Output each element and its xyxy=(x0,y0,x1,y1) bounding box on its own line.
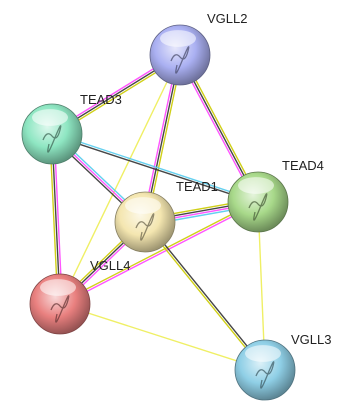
node-tead1[interactable]: TEAD1 xyxy=(114,179,218,253)
node-highlight xyxy=(40,279,76,296)
node-highlight xyxy=(32,109,68,126)
node-label: VGLL3 xyxy=(291,332,331,347)
node-label: TEAD4 xyxy=(282,158,324,173)
edge-vgll4-vgll2[interactable] xyxy=(59,54,181,305)
protein-structure-icon xyxy=(248,193,268,221)
protein-structure-icon xyxy=(135,213,155,241)
protein-structure-icon xyxy=(50,295,70,323)
edge-strand xyxy=(58,200,259,304)
node-vgll2[interactable]: VGLL2 xyxy=(149,11,247,86)
edge-tead3-tead4[interactable] xyxy=(50,132,260,204)
edge-strand xyxy=(59,54,181,305)
node-label: VGLL2 xyxy=(207,11,247,26)
edge-strand xyxy=(143,221,265,372)
edge-strand xyxy=(59,202,260,306)
node-highlight xyxy=(125,197,161,214)
edge-strand xyxy=(145,220,267,371)
node-label: TEAD3 xyxy=(80,92,122,107)
protein-structure-icon xyxy=(42,125,62,153)
node-vgll3[interactable]: VGLL3 xyxy=(234,332,331,401)
node-vgll4[interactable]: VGLL4 xyxy=(29,258,130,335)
node-highlight xyxy=(238,177,274,194)
node-label: VGLL4 xyxy=(90,258,130,273)
edge-tead4-vgll4[interactable] xyxy=(58,200,260,306)
node-highlight xyxy=(160,30,196,47)
edge-strand xyxy=(59,303,266,371)
node-highlight xyxy=(245,345,281,362)
edge-tead1-vgll3[interactable] xyxy=(143,220,267,372)
node-tead3[interactable]: TEAD3 xyxy=(21,92,122,165)
edge-strand xyxy=(51,132,260,202)
edge-vgll4-vgll3[interactable] xyxy=(59,303,266,371)
edge-strand xyxy=(50,134,259,204)
protein-structure-icon xyxy=(170,46,190,74)
protein-structure-icon xyxy=(255,361,275,389)
node-label: TEAD1 xyxy=(176,179,218,194)
node-tead4[interactable]: TEAD4 xyxy=(227,158,324,233)
